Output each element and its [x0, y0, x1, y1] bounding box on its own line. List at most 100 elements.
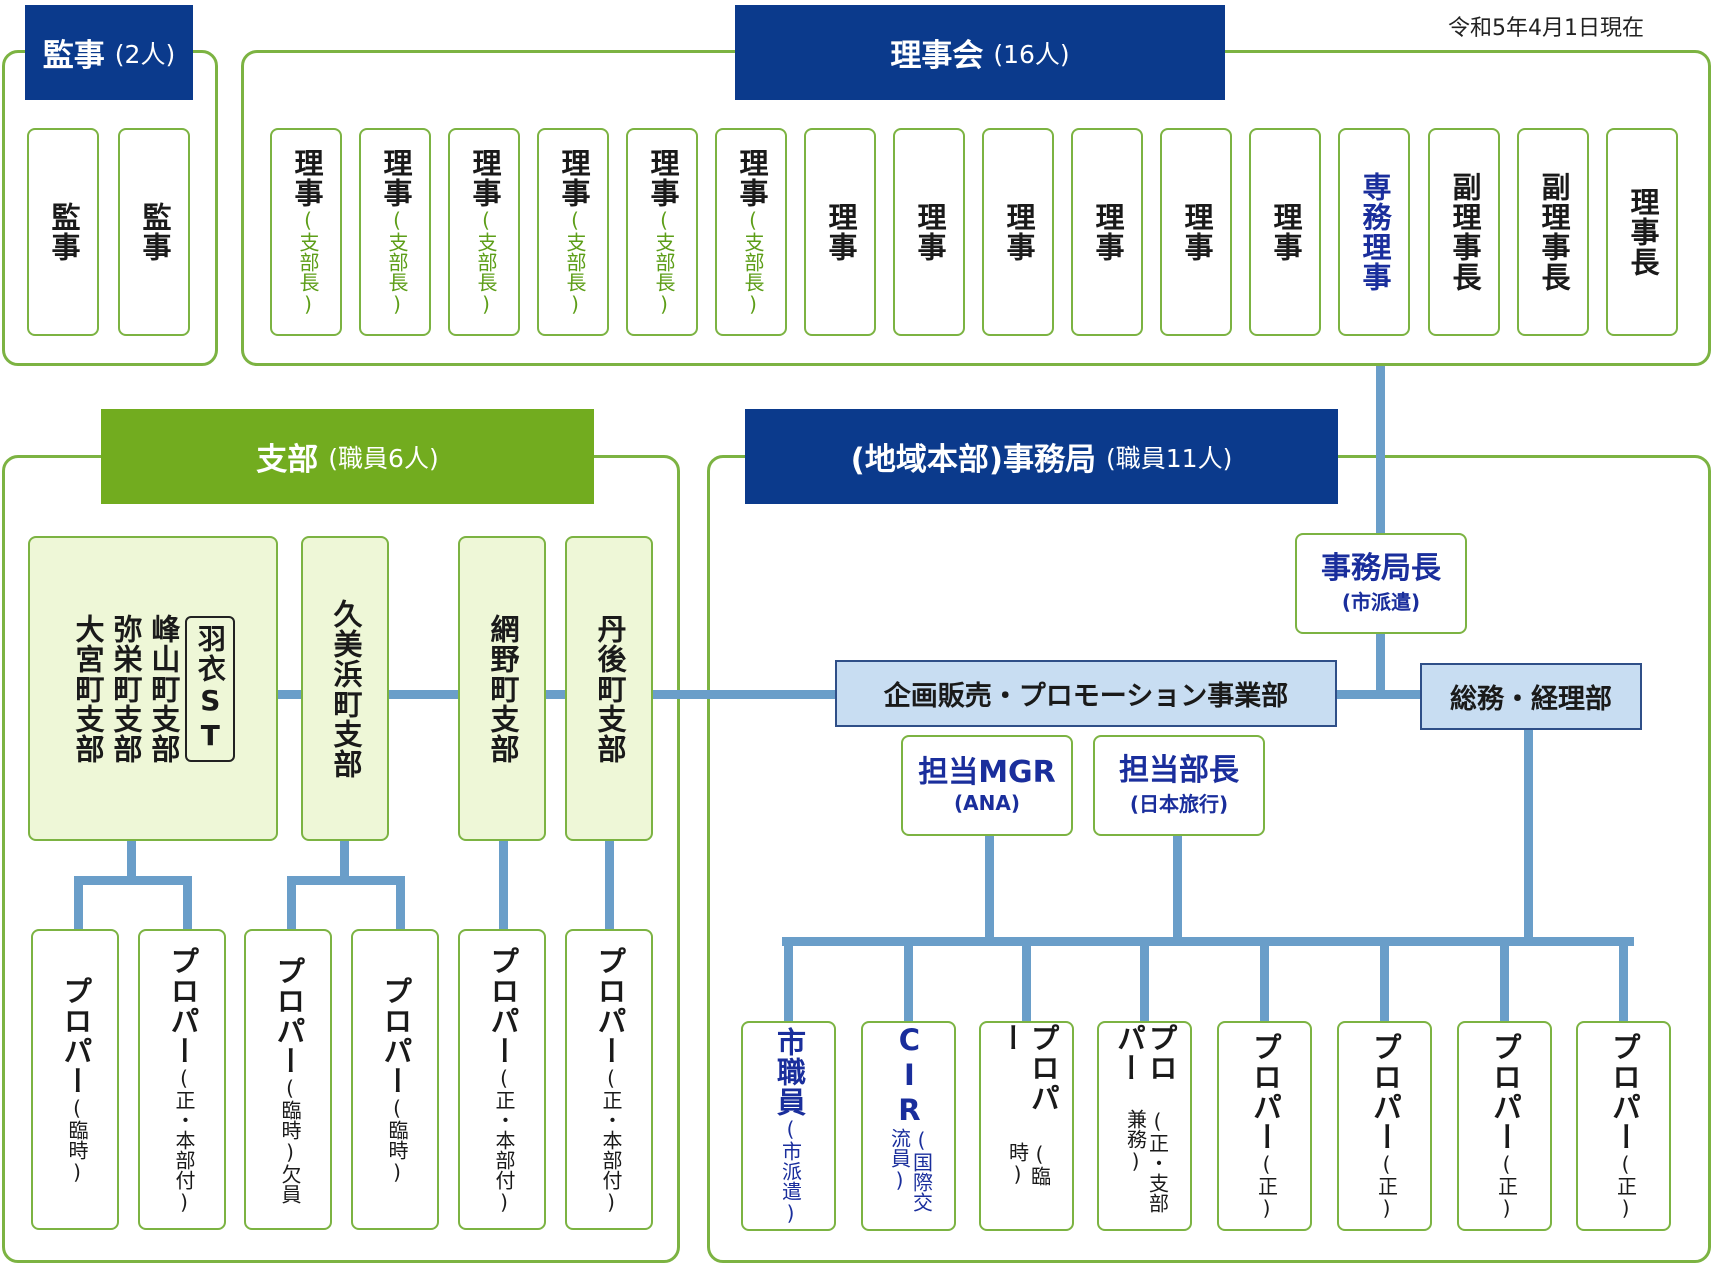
board-member-box-note: (支部長) [474, 208, 498, 316]
dept-head-note: (日本旅行) [1129, 792, 1229, 817]
branch-staff-box-note: (正・本部付) [599, 1065, 623, 1214]
connector-line [287, 876, 296, 930]
office-staff-box: プロパー(正) [1337, 1021, 1432, 1231]
branch-staff-box-role: プロパー [378, 975, 413, 1096]
branch-name-omiya: 大宮町支部 [71, 613, 106, 764]
connector-line [1140, 937, 1149, 1023]
sales-dept-label: 企画販売・プロモーション事業部 [883, 681, 1289, 712]
branch-name-tango: 丹後町支部 [592, 613, 627, 764]
connector-line [1173, 836, 1182, 944]
branches-count: (職員6人) [328, 443, 439, 473]
branch-name-mineyama: 峰山町支部 [146, 613, 181, 764]
auditor-box: 監事 [27, 128, 99, 336]
branches-header: 支部 (職員6人) [101, 409, 594, 504]
office-staff-box-note: (正) [1613, 1152, 1638, 1220]
office-staff-box: プロパー(正) [1576, 1021, 1671, 1231]
board-member-box: 理事 [1160, 128, 1232, 336]
date-label: 令和5年4月1日現在 [1448, 16, 1644, 41]
board-member-box: 理事 [1071, 128, 1143, 336]
office-staff-box: プロパー (臨時) [979, 1021, 1074, 1231]
branch-staff-box-note: (臨時) [385, 1095, 409, 1184]
connector-line [1022, 937, 1031, 1023]
board-member-box: 副理事長 [1428, 128, 1500, 336]
connector-line [1380, 937, 1389, 1023]
board-member-box-role: 理事 [645, 148, 680, 208]
board-header: 理事会 (16人) [735, 5, 1225, 100]
connector-line [985, 836, 994, 944]
board-member-box: 理事 [893, 128, 965, 336]
branch-group-box: 羽衣ST 峰山町支部 弥栄町支部 大宮町支部 [28, 536, 278, 841]
board-count: (16人) [993, 39, 1070, 69]
board-member-box-role: 理事 [556, 148, 591, 208]
auditor-role: 監事 [137, 202, 172, 262]
mgr-note: (ANA) [954, 790, 1020, 815]
board-member-box: 理事 [1249, 128, 1321, 336]
board-member-box-role: 副理事長 [1536, 172, 1571, 292]
board-member-box: 理事(支部長) [537, 128, 609, 336]
board-member-box: 理事(支部長) [715, 128, 787, 336]
general-dept-box: 総務・経理部 [1420, 663, 1642, 730]
branch-staff-box: プロパー(正・本部付) [458, 929, 546, 1230]
office-staff-box-role: CIR [892, 1023, 927, 1128]
office-staff-box: プロパー(正) [1217, 1021, 1312, 1231]
board-member-box-role: 理事 [1268, 202, 1303, 262]
general-dept-label: 総務・経理部 [1450, 684, 1612, 715]
branch-box-kumihama: 久美浜町支部 [301, 536, 389, 841]
connector-line [782, 937, 1634, 946]
office-staff-box-note: (市派遣) [778, 1117, 803, 1225]
board-member-box-role: 理事 [1179, 202, 1214, 262]
board-member-box-role: 理事 [378, 148, 413, 208]
office-staff-box-note: (臨時) [1005, 1141, 1052, 1186]
connector-line [1500, 937, 1509, 1023]
board-member-box-note: (支部長) [563, 208, 587, 316]
connector-line [904, 937, 913, 1023]
office-header: (地域本部)事務局 (職員11人) [745, 409, 1338, 504]
director-note: (市派遣) [1341, 590, 1421, 615]
office-staff-box: プロパー(正) [1457, 1021, 1552, 1231]
connector-line [605, 840, 614, 930]
board-member-box-role: 理事 [289, 148, 324, 208]
office-staff-box-role: 市職員 [772, 1027, 807, 1117]
board-member-box-role: 理事 [467, 148, 502, 208]
board-member-box: 理事(支部長) [626, 128, 698, 336]
board-member-box: 理事 [982, 128, 1054, 336]
branch-staff-box-role: プロパー [485, 945, 520, 1066]
branch-staff-box-role: プロパー [271, 955, 306, 1076]
board-member-box: 理事(支部長) [448, 128, 520, 336]
connector-line [499, 840, 508, 930]
branch-staff-box: プロパー(臨時)欠員 [244, 929, 332, 1230]
office-staff-box: プロパー (正・支部兼務) [1097, 1021, 1192, 1231]
office-staff-box-role: プロパー [1488, 1032, 1523, 1152]
office-staff-box-note: (正) [1374, 1152, 1399, 1220]
branch-staff-box: プロパー(正・本部付) [138, 929, 226, 1230]
board-member-box: 専務理事 [1338, 128, 1410, 336]
office-count: (職員11人) [1106, 443, 1233, 473]
branch-name-yasaka: 弥栄町支部 [108, 613, 143, 764]
board-member-box-role: 理事 [1001, 202, 1036, 262]
branch-staff-box-role: プロパー [165, 945, 200, 1066]
board-member-box: 理事 [804, 128, 876, 336]
office-staff-box: 市職員(市派遣) [741, 1021, 836, 1231]
auditor-box: 監事 [118, 128, 190, 336]
branch-staff-box: プロパー(臨時) [351, 929, 439, 1230]
branch-staff-box-role: プロパー [58, 975, 93, 1096]
dept-head-box: 担当部長 (日本旅行) [1093, 735, 1265, 836]
office-staff-box-note: (正) [1494, 1152, 1519, 1220]
connector-line [74, 876, 192, 885]
haneda-st-label: 羽衣ST [184, 615, 235, 762]
director-title: 事務局長 [1321, 550, 1441, 586]
office-staff-box-role: プロパー [1248, 1032, 1283, 1152]
office-staff-box-note: (正・支部兼務) [1123, 1108, 1170, 1213]
office-staff-box-note: (正) [1254, 1152, 1279, 1220]
board-member-box-role: 理事長 [1625, 187, 1660, 277]
office-title: (地域本部)事務局 [850, 442, 1096, 478]
connector-line [340, 840, 349, 882]
dept-head-title: 担当部長 [1119, 752, 1239, 788]
board-member-box: 理事(支部長) [359, 128, 431, 336]
office-staff-box-note: (国際交流員) [887, 1128, 934, 1212]
office-staff-box-role: プロパー [994, 1023, 1061, 1113]
office-staff-box-role: プロパー [1112, 1023, 1179, 1083]
connector-line [183, 876, 192, 930]
connector-line [396, 876, 405, 930]
board-member-box-role: 理事 [1090, 202, 1125, 262]
